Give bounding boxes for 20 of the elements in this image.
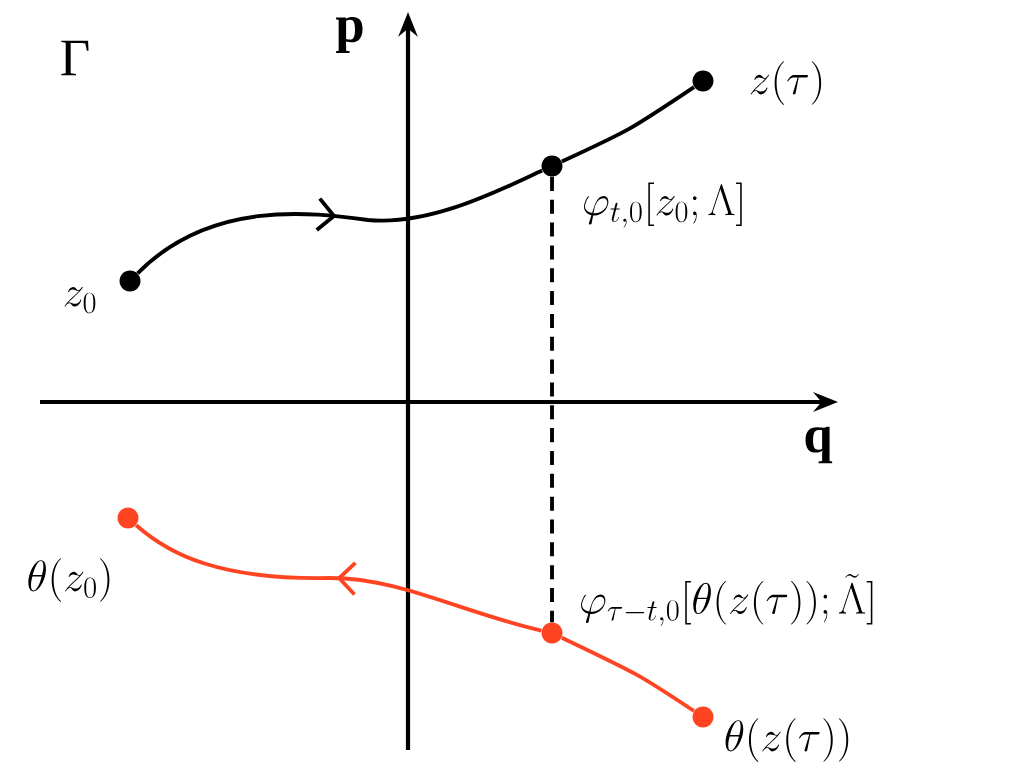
point-marker [692, 706, 714, 728]
point-label: $\varphi_{\tau-t,0}[\theta(z(\tau));\tilde{\Lambda}]$ [581, 573, 873, 627]
point-label: $z(\tau)$ [750, 61, 822, 105]
point-marker [119, 270, 141, 292]
point-marker [117, 507, 139, 529]
trajectory-curve [136, 168, 543, 275]
trajectory-curve [134, 523, 542, 633]
axis-label: q [805, 426, 833, 464]
trajectory-curve [560, 635, 696, 713]
point-marker [541, 622, 563, 644]
point-marker [541, 155, 563, 177]
point-label: $\theta(z_0)$ [28, 558, 110, 602]
point-label: $\theta(z(\tau))$ [725, 718, 849, 762]
dashed-line [550, 176, 554, 623]
point-label: $z_0$ [64, 286, 96, 314]
space-label: Γ [61, 40, 89, 76]
axis-label: p [336, 17, 363, 54]
point-marker [692, 70, 714, 92]
point-label: $\varphi_{t,0}[z_0;\Lambda]$ [584, 182, 742, 228]
trajectory-curve [561, 85, 696, 164]
